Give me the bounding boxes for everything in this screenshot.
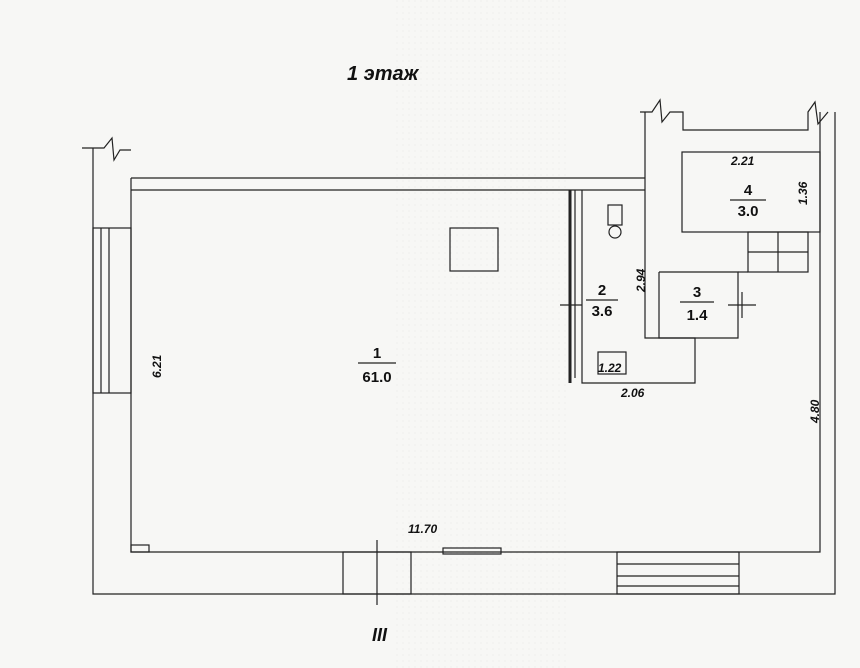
column — [449, 227, 499, 272]
dim-room4-width: 2.21 — [730, 154, 755, 168]
stair-bottom — [616, 551, 740, 595]
section-mark: III — [372, 625, 388, 645]
scan-noise — [395, 0, 570, 668]
shower-fixture — [597, 351, 627, 375]
dim-room2-width: 2.06 — [620, 386, 645, 400]
room-2-number: 2 — [598, 282, 606, 299]
window-left — [92, 227, 132, 394]
break-mark-left — [82, 136, 131, 162]
walls — [82, 98, 836, 605]
room-1-area: 61.0 — [362, 369, 391, 386]
room-3-area: 1.4 — [687, 307, 709, 324]
plan-title: 1 этаж — [347, 63, 420, 85]
corner-mark — [130, 544, 150, 553]
dim-height-right: 4.80 — [808, 399, 822, 424]
threshold — [442, 547, 502, 555]
dim-room4-height: 1.36 — [796, 181, 810, 205]
dim-height-left: 6.21 — [150, 354, 164, 378]
dim-room2-height: 2.94 — [634, 268, 648, 293]
core-walls — [581, 112, 696, 384]
dim-width-bottom: 11.70 — [408, 522, 437, 536]
room-4-number: 4 — [744, 182, 753, 199]
room-4-area: 3.0 — [738, 203, 759, 220]
sink-fixture — [608, 225, 622, 239]
toilet-fixture — [607, 204, 623, 226]
room-3-outline — [658, 271, 739, 339]
room-3-number: 3 — [693, 284, 701, 301]
break-mark-top — [640, 98, 829, 131]
room-2-area: 3.6 — [592, 303, 613, 320]
dim-wc-small: 1.22 — [598, 361, 622, 375]
room-1-number: 1 — [373, 345, 381, 362]
